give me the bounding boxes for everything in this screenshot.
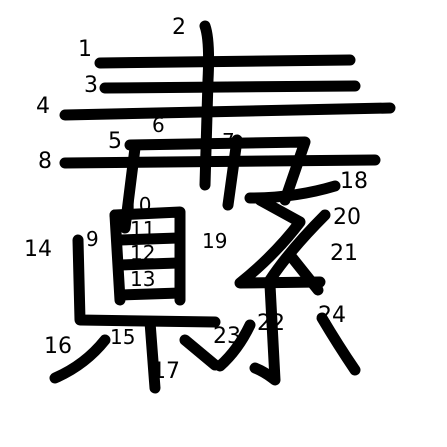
stroke-number-24: 24 xyxy=(318,303,346,328)
stroke-number-9: 9 xyxy=(86,227,99,251)
stroke-14 xyxy=(72,234,221,328)
stroke-number-17: 17 xyxy=(152,359,180,384)
stroke-3 xyxy=(99,80,361,94)
stroke-22 xyxy=(249,279,281,386)
stroke-4 xyxy=(59,102,396,121)
stroke-number-7: 7 xyxy=(222,129,235,153)
stroke-10 xyxy=(109,206,186,306)
stroke-number-16: 16 xyxy=(44,334,72,359)
stroke-number-20: 20 xyxy=(333,205,361,230)
stroke-24 xyxy=(316,312,361,376)
stroke-11 xyxy=(114,232,184,246)
stroke-21 xyxy=(284,249,324,296)
stroke-6 xyxy=(124,136,311,206)
stroke-12 xyxy=(114,257,184,271)
stroke-17 xyxy=(179,334,221,371)
stroke-number-6: 6 xyxy=(152,113,165,137)
stroke-number-1: 1 xyxy=(78,37,92,62)
stroke-number-21: 21 xyxy=(330,241,358,266)
stroke-15 xyxy=(144,316,161,394)
stroke-number-12: 12 xyxy=(130,241,155,265)
stroke-number-8: 8 xyxy=(38,149,52,174)
stroke-16 xyxy=(49,334,111,384)
stroke-23 xyxy=(214,319,256,372)
stroke-number-3: 3 xyxy=(84,73,98,98)
stroke-8 xyxy=(59,154,381,169)
stroke-number-10: 10 xyxy=(126,193,151,217)
stroke-20 xyxy=(264,209,331,286)
stroke-13 xyxy=(114,287,186,301)
stroke-number-11: 11 xyxy=(130,217,155,241)
stroke-7 xyxy=(222,134,243,211)
stroke-number-2: 2 xyxy=(172,15,186,40)
stroke-number-19: 19 xyxy=(202,229,227,253)
stroke-9 xyxy=(109,209,126,306)
stroke-number-13: 13 xyxy=(130,267,155,291)
stroke-19 xyxy=(234,194,326,289)
stroke-number-15: 15 xyxy=(110,325,135,349)
stroke-number-18: 18 xyxy=(340,169,368,194)
stroke-number-14: 14 xyxy=(24,237,52,262)
stroke-number-23: 23 xyxy=(213,324,241,349)
stroke-number-5: 5 xyxy=(108,129,122,154)
stroke-2 xyxy=(199,20,215,191)
stroke-1 xyxy=(94,54,356,69)
stroke-number-4: 4 xyxy=(36,94,50,119)
stroke-number-22: 22 xyxy=(257,311,285,336)
